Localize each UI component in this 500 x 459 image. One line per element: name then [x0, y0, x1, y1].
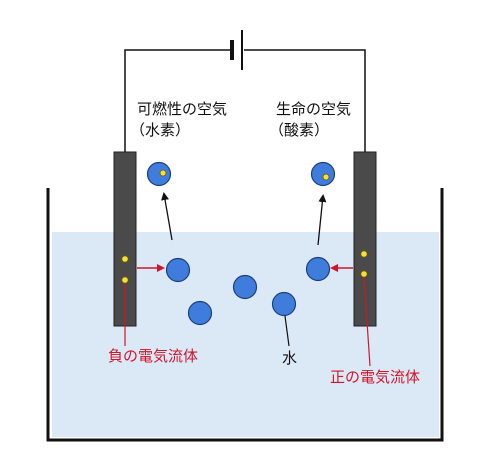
water-label: 水	[282, 349, 298, 367]
water-molecule	[232, 274, 258, 300]
water-molecule	[305, 256, 331, 282]
negative-current-label: 負の電気流体	[108, 347, 199, 365]
wire-right	[244, 49, 366, 152]
water-molecule	[187, 300, 213, 326]
oxygen-subtitle: （酸素）	[269, 121, 330, 139]
electrode-particle	[121, 255, 129, 263]
right-electrode	[353, 151, 377, 327]
leader-positive	[363, 276, 371, 367]
arrow-to-oxygen	[317, 194, 327, 246]
hydrogen-title: 可燃性の空気	[137, 100, 228, 118]
oxygen-molecule	[310, 161, 336, 187]
oxygen-title: 生命の空気	[276, 100, 352, 118]
electrode-particle	[360, 270, 368, 278]
wire-left	[124, 49, 230, 152]
water-fill	[52, 232, 439, 437]
water-molecule	[271, 291, 297, 317]
hydrogen-molecule	[146, 161, 172, 187]
electrode-particle	[360, 250, 368, 258]
battery-icon	[230, 30, 243, 70]
leader-water	[284, 315, 290, 347]
beaker	[46, 188, 444, 442]
electrode-particle	[121, 276, 129, 284]
arrow-to-hydrogen	[161, 192, 173, 241]
hydrogen-subtitle: （水素）	[130, 121, 191, 139]
water-molecule	[165, 257, 191, 283]
positive-current-label: 正の電気流体	[330, 368, 421, 386]
